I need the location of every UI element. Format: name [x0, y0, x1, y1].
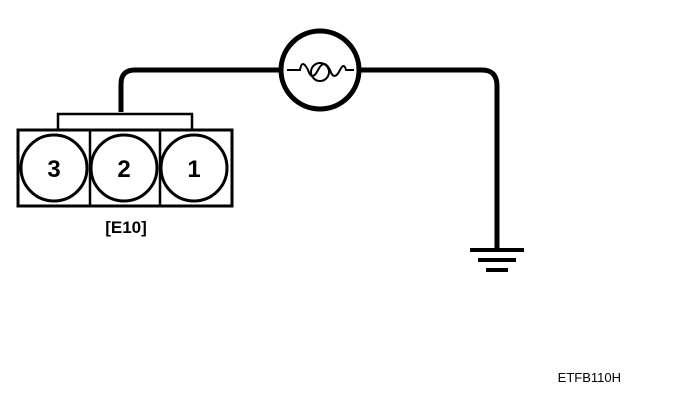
connector-latch: [56, 112, 194, 132]
connector-e10: 3 2 1: [16, 112, 234, 208]
bulb-icon: [278, 28, 362, 112]
pin-label: 3: [47, 156, 60, 183]
wire-pin2-to-lamp: [118, 67, 280, 112]
figure-code: ETFB110H: [558, 370, 621, 385]
connector-pin-1: 1: [159, 133, 229, 203]
connector-label: [E10]: [105, 218, 147, 237]
wire-lamp-to-ground: [360, 67, 500, 248]
connector-pin-2: 2: [89, 133, 159, 203]
pin-label: 1: [187, 156, 200, 183]
connector-pin-3: 3: [19, 133, 89, 203]
ground-icon: [470, 248, 524, 272]
pin-label: 2: [117, 156, 130, 183]
